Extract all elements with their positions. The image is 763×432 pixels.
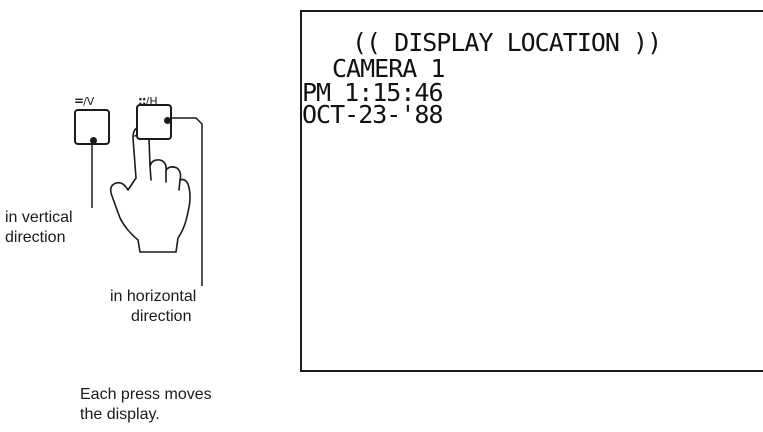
date-display: OCT-23-'88 <box>302 104 443 126</box>
vertical-button-glyph: =/V <box>74 96 94 107</box>
vertical-position-button[interactable] <box>74 109 110 145</box>
vertical-bars-icon: = <box>74 94 83 108</box>
horizontal-caption-line2: direction <box>110 307 196 327</box>
note-caption: Each press moves the display. <box>80 385 212 425</box>
vertical-caption: in vertical direction <box>5 208 73 248</box>
note-caption-line2: the display. <box>80 405 212 425</box>
screen-title: (( DISPLAY LOCATION )) <box>352 32 661 54</box>
vertical-caption-line2: direction <box>5 228 73 248</box>
note-caption-line1: Each press moves <box>80 385 212 405</box>
vertical-caption-line1: in vertical <box>5 208 73 228</box>
pointing-hand-icon <box>111 127 190 252</box>
horizontal-position-button[interactable] <box>136 104 172 140</box>
horizontal-caption-line1: in horizontal <box>110 287 196 307</box>
horizontal-button-dot <box>164 117 171 124</box>
vertical-letter: /V <box>83 95 94 108</box>
camera-label: CAMERA 1 <box>332 58 444 80</box>
vertical-button-dot <box>90 137 97 144</box>
horizontal-caption: in horizontal direction <box>110 287 196 327</box>
monitor-screen: (( DISPLAY LOCATION )) CAMERA 1 PM 1:15:… <box>300 10 763 372</box>
